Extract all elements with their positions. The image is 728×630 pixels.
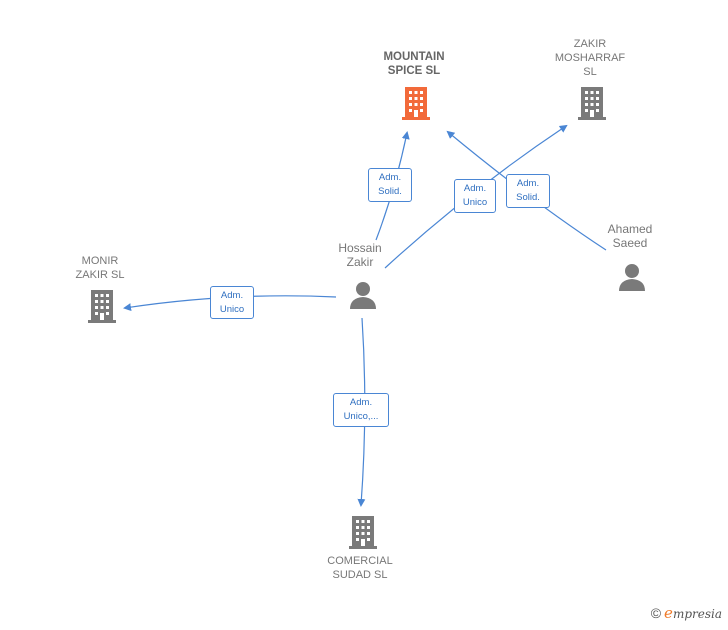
node-label: Hossain Zakir [338,241,382,269]
building-icon[interactable] [576,85,608,121]
node-comercial-sudad[interactable]: COMERCIAL SUDAD SL [310,554,410,582]
node-label: Ahamed Saeed [607,222,653,250]
person-icon[interactable] [348,280,378,310]
node-monir-zakir[interactable]: MONIR ZAKIR SL [55,254,145,282]
person-icon[interactable] [617,262,647,292]
brand-e: e [664,604,673,622]
brand-logo: ©empresia [651,604,722,622]
node-label: COMERCIAL SUDAD SL [327,555,393,581]
building-icon[interactable] [86,288,118,324]
node-label: ZAKIR MOSHARRAF SL [554,38,626,78]
brand-name: mpresia [672,607,722,621]
node-ahamed-saeed[interactable]: Ahamed Saeed [590,222,670,250]
edge-label-hossain-monir[interactable]: Adm. Unico [210,286,254,319]
edge-label-hossain-comercial[interactable]: Adm. Unico,... [333,393,389,427]
building-icon[interactable] [347,514,379,550]
edge-label-hossain-mountain[interactable]: Adm. Solid. [368,168,412,202]
copyright-symbol: © [650,605,662,621]
node-zakir-mosharraf[interactable]: ZAKIR MOSHARRAF SL [540,37,640,79]
building-icon[interactable] [400,85,432,121]
edge-label-hossain-zakir[interactable]: Adm. Unico [454,179,496,213]
node-label: MONIR ZAKIR SL [75,255,125,281]
node-hossain-zakir[interactable]: Hossain Zakir [320,241,400,269]
node-mountain-spice[interactable]: MOUNTAIN SPICE SL [364,50,464,78]
edge-label-ahamed-mountain[interactable]: Adm. Solid. [506,174,550,208]
node-label: MOUNTAIN SPICE SL [383,51,445,77]
